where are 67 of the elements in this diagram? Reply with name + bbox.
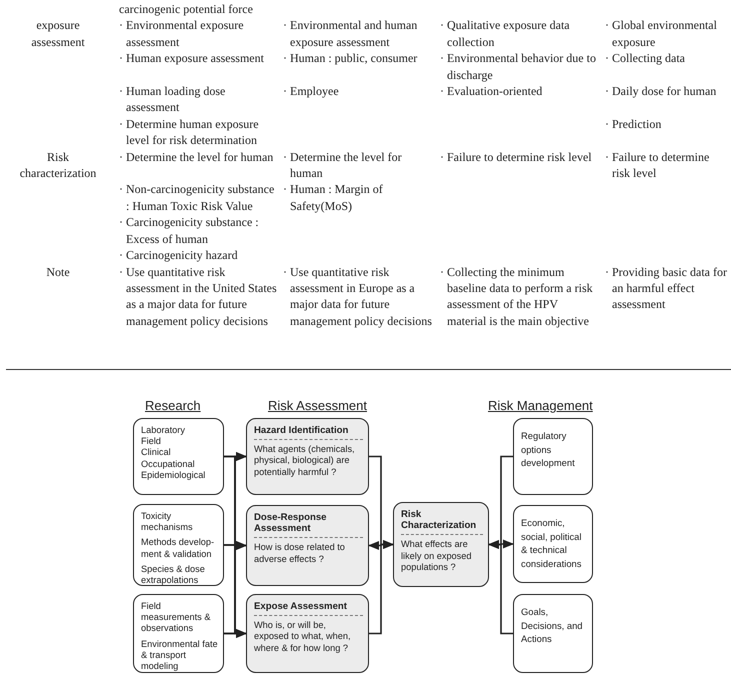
row-heading: Note <box>46 264 70 278</box>
box-text: Occupational <box>141 458 196 470</box>
list-item: · Collecting the minimum baseline data to perform a risk assessment of the HPV material is the main objective <box>440 264 594 330</box>
list-item: · Prediction <box>605 116 662 132</box>
box-text: Clinical <box>141 447 172 459</box>
box-heading: Risk Characterization <box>401 509 478 534</box>
research-box <box>133 504 224 586</box>
box-text: Economic, social, political & technical considerations <box>521 516 582 570</box>
box-heading: Dose-Response Assessment <box>254 512 328 536</box>
list-item: · Qualitative exposure data collection <box>440 17 571 50</box>
management-box <box>513 418 593 495</box>
box-text: Epidemiological <box>141 470 206 482</box>
research-box <box>133 418 224 495</box>
list-item: · Carcinogenicity hazard <box>119 247 239 264</box>
list-item: · Human loading dose assessment <box>119 83 226 116</box>
assessment-box <box>393 502 489 587</box>
list-item: · Human exposure assessment <box>119 50 265 67</box>
list-item: · Collecting data <box>605 50 686 67</box>
list-item: carcinogenic potential force <box>119 1 254 18</box>
column-heading: Risk Assessment <box>268 398 367 413</box>
box-heading: Expose Assessment <box>254 601 348 614</box>
box-text: Who is, or will be, exposed to what, when, where & for how long ? <box>254 615 363 654</box>
list-item: · Employee <box>283 83 340 100</box>
list-item: · Environmental behavior due to discharge <box>440 50 597 84</box>
box-heading: Hazard Identification <box>254 425 350 438</box>
arrow <box>488 540 513 634</box>
list-item: · Human : Margin of Safety(MoS) <box>283 181 384 214</box>
list-item: · Determine the level for human <box>119 148 274 166</box>
row-heading: Risk characterization <box>20 150 96 180</box>
row-heading: exposure assessment <box>31 18 85 49</box>
list-item: · Use quantitative risk assessment in Europe as a major data for future management policy decisions <box>283 264 433 330</box>
list-item: · Determine the level for human <box>283 148 403 182</box>
arrow <box>224 629 248 638</box>
list-item: · Environmental exposure assessment <box>119 17 245 50</box>
list-item: · Non-carcinogenicity substance : Human Toxic Risk Value <box>119 181 276 214</box>
box-text: Species & dose extrapolations <box>141 564 206 586</box>
list-item: · Global environmental exposure <box>605 17 718 50</box>
assessment-box <box>246 594 369 673</box>
box-text: Toxicity mechanisms <box>141 511 194 534</box>
management-box <box>513 505 593 583</box>
list-item: · Human : public, consumer <box>283 50 418 67</box>
box-text: Laboratory <box>141 425 186 436</box>
column-heading: Risk Management <box>488 398 593 413</box>
list-item: · Use quantitative risk assessment in the United States as a major data for future management policy decisions <box>119 264 277 330</box>
box-text: Field measurements & observations <box>141 601 212 635</box>
research-box <box>133 594 224 673</box>
box-text: Environmental fate & transport modeling <box>141 638 218 672</box>
column-heading: Research <box>145 398 201 413</box>
box-text: Field <box>141 436 162 448</box>
list-item: · Providing basic data for an harmful effect assessment <box>605 264 728 313</box>
list-item: · Failure to determine risk level <box>605 148 710 182</box>
list-item: · Environmental and human exposure assessment <box>283 17 418 50</box>
box-text: Methods develop-ment & validation <box>141 537 216 560</box>
box-text: What effects are likely on exposed populations ? <box>401 534 483 574</box>
list-item: · Determine human exposure level for risk determination <box>119 116 260 149</box>
list-item: · Carcinogenicity substance : Excess of human <box>119 214 260 248</box>
list-item: · Daily dose for human <box>605 83 718 100</box>
management-box <box>513 594 593 673</box>
box-text: Goals, Decisions, and Actions <box>521 605 584 646</box>
box-text: Regulatory options development <box>521 429 576 470</box>
box-text: How is dose related to adverse effects ? <box>254 537 363 565</box>
box-text: What agents (chemicals, physical, biological) are potentially harmful ? <box>254 439 363 478</box>
assessment-box <box>246 418 369 495</box>
list-item: · Failure to determine risk level <box>440 148 593 166</box>
arrow <box>369 540 394 634</box>
assessment-box <box>246 505 369 586</box>
list-item: · Evaluation-oriented <box>440 83 544 100</box>
